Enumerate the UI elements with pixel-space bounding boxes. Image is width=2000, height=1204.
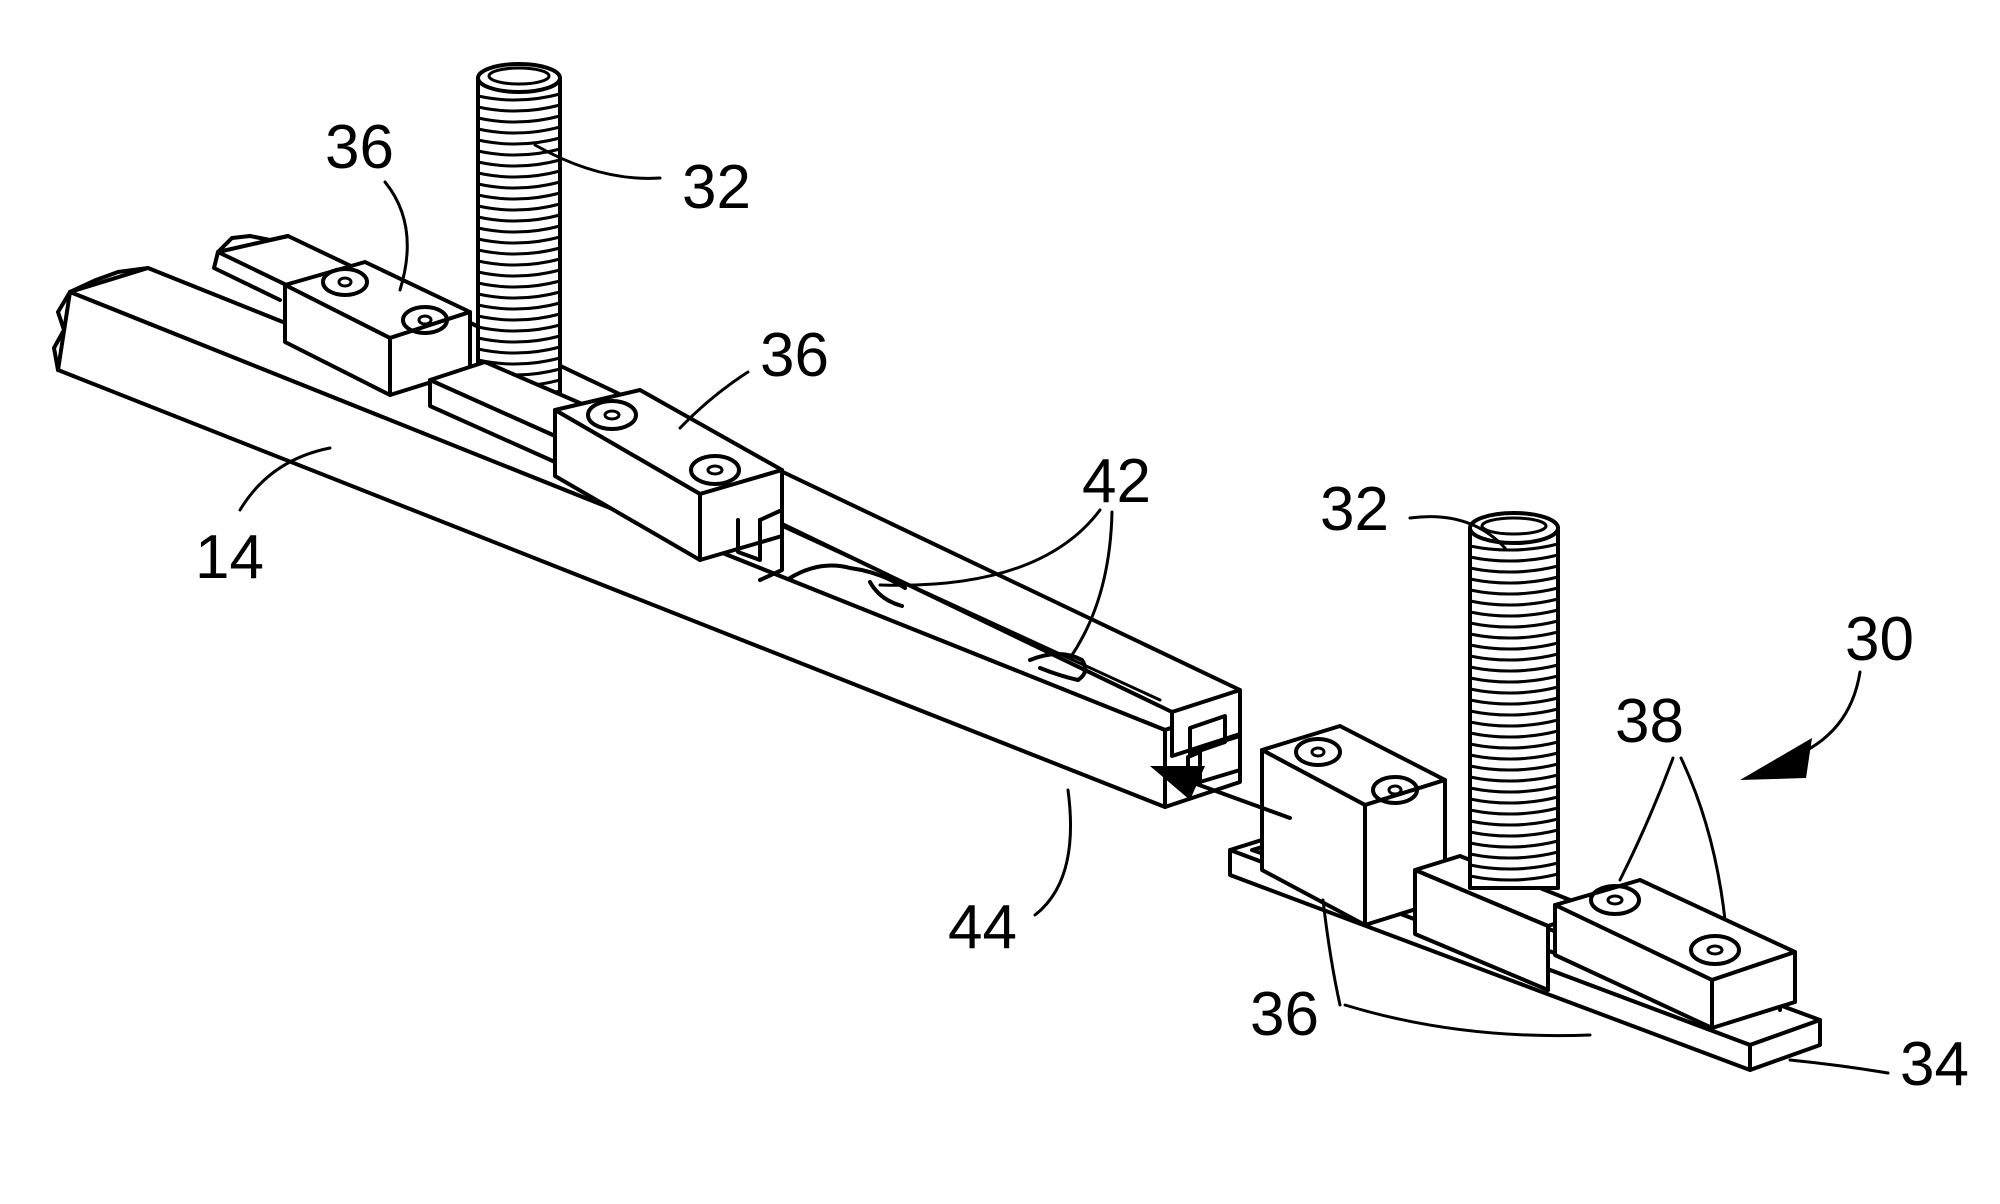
thread-line [476,103,562,113]
label-36-mid: 36 [760,321,829,390]
label-36-bottom: 36 [1250,980,1319,1049]
thread-line [1468,839,1560,849]
thread-line [1468,685,1560,695]
label-14: 14 [195,523,264,592]
thread-line [1468,542,1560,552]
label-44: 44 [948,893,1017,962]
thread-line [476,290,562,300]
thread-line [1468,575,1560,585]
thread-line [1468,806,1560,816]
thread-line [1468,828,1560,838]
thread-line [1468,850,1560,860]
label-34: 34 [1900,1030,1969,1099]
thread-line [476,301,562,311]
label-30: 30 [1845,605,1914,674]
label-38: 38 [1615,687,1684,756]
thread-line [476,257,562,267]
thread-line [1468,674,1560,684]
thread-line [1468,696,1560,706]
thread-line [1468,608,1560,618]
thread-line [1468,872,1560,882]
thread-line [1468,597,1560,607]
thread-line [1468,795,1560,805]
thread-line [476,323,562,333]
thread-line [1468,817,1560,827]
thread-line [476,235,562,245]
thread-line [476,114,562,124]
thread-line [476,213,562,223]
label-36-top: 36 [325,113,394,182]
thread-line [476,312,562,322]
thread-line [476,125,562,135]
thread-line [1468,619,1560,629]
thread-line [476,180,562,190]
thread-line [476,136,562,146]
leader-lines [238,143,1890,1075]
thread-line [476,246,562,256]
thread-line [1468,784,1560,794]
thread-line [476,147,562,157]
thread-line [476,92,562,102]
thread-line [476,334,562,344]
label-32-left: 32 [682,153,751,222]
thread-line [476,224,562,234]
thread-line [1468,729,1560,739]
thread-line [1468,751,1560,761]
thread-line [1468,861,1560,871]
thread-line [476,158,562,168]
thread-line [476,202,562,212]
thread-line [1468,652,1560,662]
thread-line [476,169,562,179]
thread-line [476,191,562,201]
assembly-30 [1228,511,1822,1072]
reference-numerals: 32 36 36 14 42 32 30 38 44 36 34 [195,113,1969,1099]
thread-line [476,279,562,289]
thread-line [1468,586,1560,596]
clamp-block-mid [553,388,784,582]
label-42: 42 [1082,447,1151,516]
thread-line [1468,740,1560,750]
insertion-arrow [1150,766,1292,820]
thread-line [1468,641,1560,651]
thread-line [1468,718,1560,728]
indents-42 [788,563,1088,682]
thread-line [1468,707,1560,717]
thread-line [476,268,562,278]
thread-line [1468,564,1560,574]
thread-line [476,345,562,355]
thread-line [1468,663,1560,673]
thread-line [1468,553,1560,563]
thread-line [1468,630,1560,640]
label-32-right: 32 [1320,475,1389,544]
thread-line [1468,762,1560,772]
thread-line [1468,773,1560,783]
